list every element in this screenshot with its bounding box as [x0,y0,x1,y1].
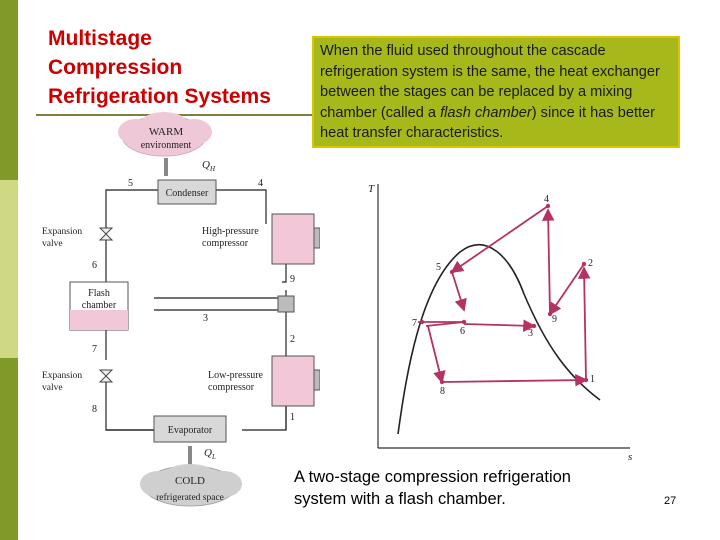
ts-point-label: 7 [412,318,417,329]
expansion-valve-label: valve [42,383,63,393]
process-lines [418,205,591,387]
state-points [419,203,589,385]
evaporator-box [153,415,227,443]
saturation-dome [397,244,601,435]
sidebar-decoration [0,0,18,540]
slide-title: Multistage Compression Refrigeration Sys… [48,24,308,111]
piping [105,189,287,431]
lp-compressor-cylinder [271,355,315,407]
state-label: 6 [92,260,97,271]
expansion-valve-label: Expansion [42,227,82,237]
flash-chamber-label: Flash [88,288,110,299]
ts-point-label: 3 [528,328,533,339]
cold-label: COLD [175,475,205,487]
flash-chamber-liquid [70,310,128,330]
title-line: Multistage [48,27,152,50]
sidebar-block-light [0,180,18,358]
flash-chamber-label: chamber [82,300,117,311]
hp-compressor-label: compressor [202,238,249,249]
ts-point-label: 8 [440,386,445,397]
cold-sublabel: refrigerated space [156,492,224,503]
callout-italic-term: flash chamber [440,104,532,121]
ts-diagram: T s 1 2 3 4 5 6 7 8 9 [368,183,632,463]
evaporator-label: Evaporator [168,425,213,436]
state-label: 1 [290,412,295,423]
ts-point-label: 2 [588,258,593,269]
lp-compressor-piston [313,369,320,391]
page-number: 27 [664,495,677,507]
schematic-diagram: WARM environment QH Condenser Expansion … [42,112,320,507]
expansion-valve-label: Expansion [42,371,82,381]
lp-compressor-label: Low-pressure [208,370,264,381]
ts-point-label: 6 [460,326,465,337]
cold-space-cloud: COLD refrigerated space [140,464,242,507]
state-label: 7 [92,344,97,355]
qh-label: QH [202,159,216,173]
ts-point-label: 1 [590,374,595,385]
ts-point-label: 9 [552,314,557,325]
condenser-box [157,179,217,205]
mixing-junction [277,295,295,313]
expansion-valve-icon [98,369,114,383]
state-label: 3 [203,313,208,324]
warm-label: WARM [149,126,183,138]
condenser-label: Condenser [166,188,209,199]
hp-compressor-label: High-pressure [202,226,259,237]
warm-sublabel: environment [141,140,192,151]
sidebar-block-dark [0,358,18,540]
sidebar-block-dark [0,0,18,180]
t-axis-label: T [368,183,375,195]
title-line: Refrigeration Systems [48,85,271,108]
title-line: Compression [48,56,183,79]
warm-environment-cloud: WARM environment [118,112,212,157]
expansion-valve-icon [98,227,114,241]
state-label: 2 [290,334,295,345]
ts-point-label: 5 [436,262,441,273]
figure-caption: A two-stage compression refrigeration sy… [294,468,571,508]
callout-box: When the fluid used throughout the casca… [312,36,680,148]
ts-point-label: 4 [544,194,549,205]
state-label: 9 [290,274,295,285]
state-label: 5 [128,178,133,189]
hp-compressor-cylinder [271,213,315,265]
s-axis-label: s [628,451,632,463]
state-label: 4 [258,178,263,189]
ql-label: QL [204,447,216,461]
hp-compressor-piston [313,227,320,249]
callout-text: ) since it has better heat transfer char… [320,104,656,142]
lp-compressor-label: compressor [208,382,255,393]
callout-text: When the fluid used throughout the casca… [320,43,660,121]
state-label: 8 [92,404,97,415]
expansion-valve-label: valve [42,239,63,249]
